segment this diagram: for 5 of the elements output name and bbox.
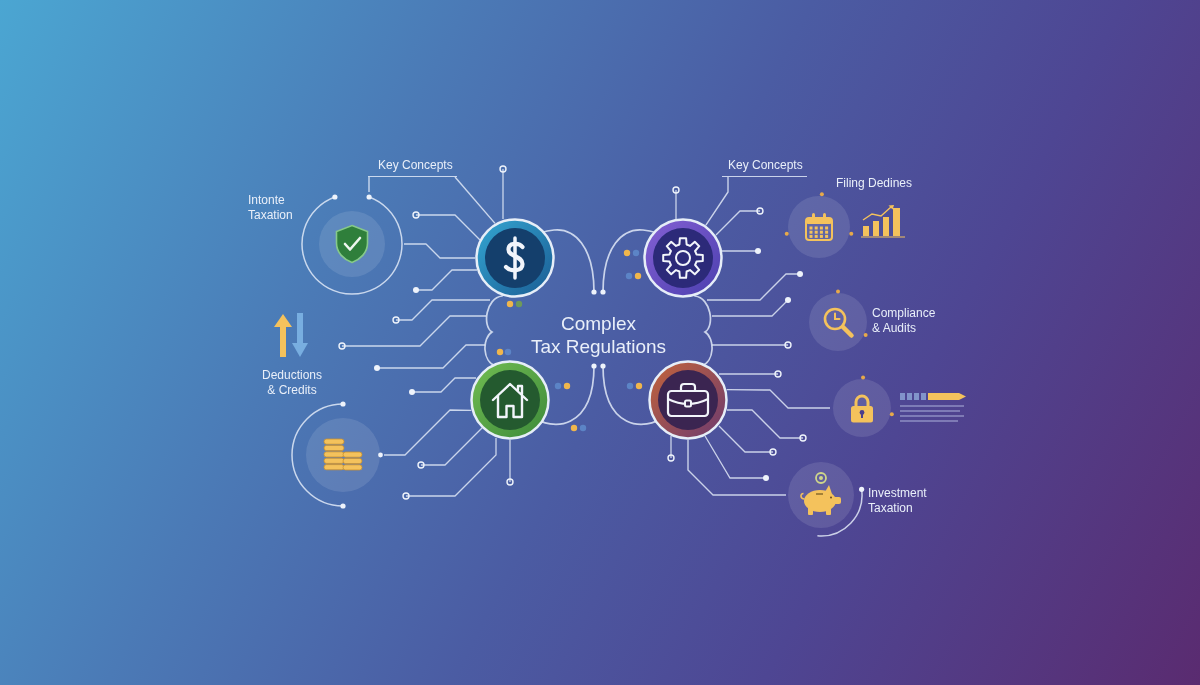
topic-label: Intonte Taxation bbox=[248, 193, 293, 223]
topic-label: Compliance & Audits bbox=[872, 306, 936, 336]
topic-label: Filing Dedines bbox=[836, 176, 913, 191]
topic-label: Deductions & Credits bbox=[262, 368, 322, 398]
topic-label: Investment Taxation bbox=[868, 486, 927, 516]
